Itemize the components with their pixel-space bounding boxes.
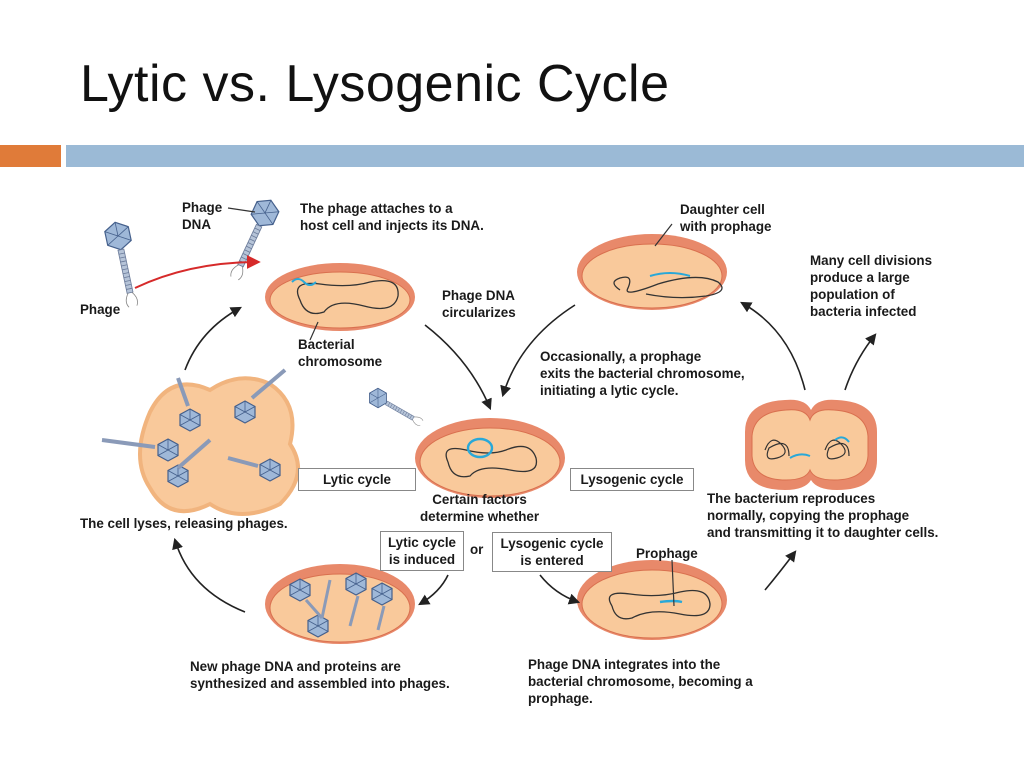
label-phage-dna: Phage DNA xyxy=(182,200,223,232)
phage-free xyxy=(102,219,146,310)
label-integrates: Phage DNA integrates into the bacterial … xyxy=(528,657,753,706)
cell-prophage xyxy=(577,560,727,640)
box-lysogenic-entered: Lysogenic cycle is entered xyxy=(492,532,612,572)
box-lysogenic-cycle: Lysogenic cycle xyxy=(570,468,694,491)
label-attaches: The phage attaches to a host cell and in… xyxy=(300,201,484,233)
label-occasionally: Occasionally, a prophage exits the bacte… xyxy=(540,349,745,398)
slide-title: Lytic vs. Lysogenic Cycle xyxy=(80,55,670,113)
label-certain-factors: Certain factors determine whether xyxy=(420,492,540,524)
box-lytic-cycle: Lytic cycle xyxy=(298,468,416,491)
cell-daughter xyxy=(577,234,727,310)
box-lytic-induced: Lytic cycle is induced xyxy=(380,531,464,571)
label-bacterial-chromosome: Bacterial chromosome xyxy=(298,337,383,369)
label-many-divisions: Many cell divisions produce a large popu… xyxy=(810,253,933,319)
phage-center xyxy=(364,385,427,431)
label-phage: Phage xyxy=(80,302,121,317)
red-arrow xyxy=(134,255,261,289)
label-or: or xyxy=(470,542,484,557)
label-cell-lyses: The cell lyses, releasing phages. xyxy=(80,516,288,531)
cell-attach xyxy=(265,263,415,331)
accent-bar-blue xyxy=(66,145,1024,167)
label-reproduces: The bacterium reproduces normally, copyi… xyxy=(707,491,939,540)
label-prophage: Prophage xyxy=(636,546,698,561)
label-daughter-cell: Daughter cell with prophage xyxy=(680,202,772,234)
cell-center xyxy=(415,418,565,498)
cell-dividing xyxy=(745,399,877,490)
accent-bar-orange xyxy=(0,145,61,167)
label-circularizes: Phage DNA circularizes xyxy=(442,288,516,320)
cell-assembly xyxy=(265,564,415,644)
label-new-phage-dna: New phage DNA and proteins are synthesiz… xyxy=(190,659,450,691)
